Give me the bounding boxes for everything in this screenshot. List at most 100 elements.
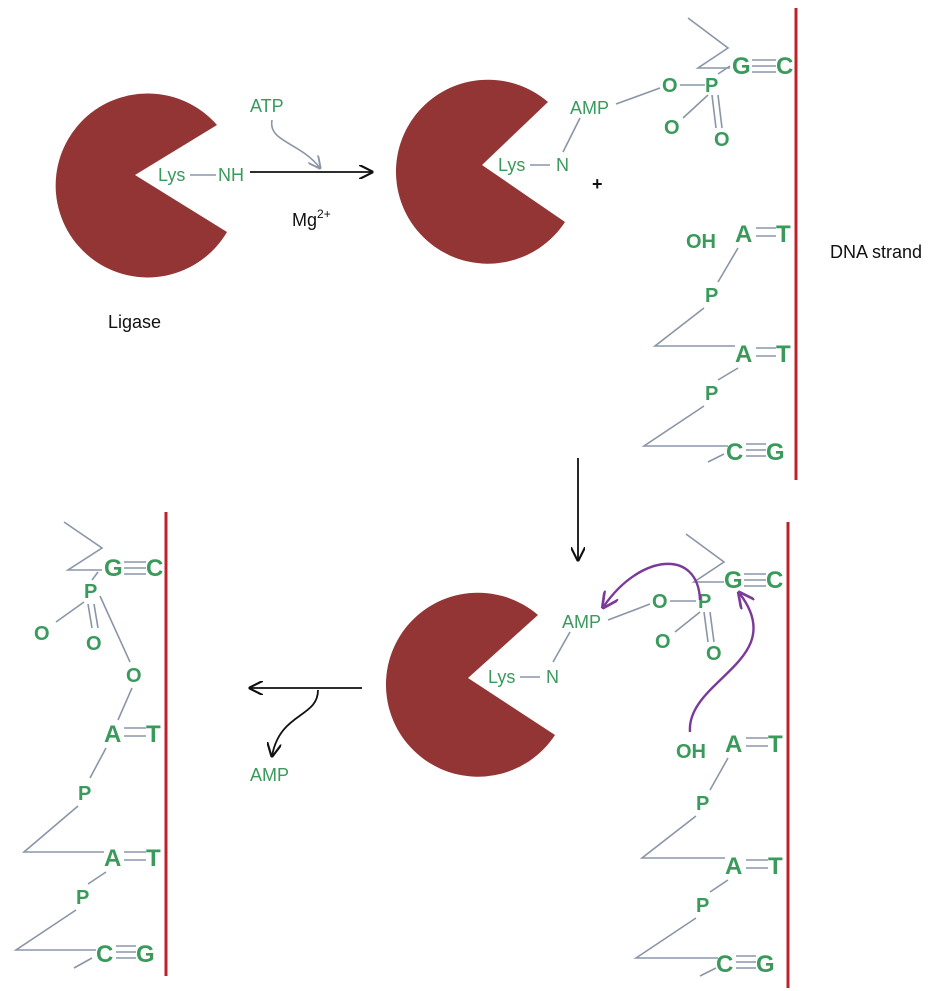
ligase-enzyme-3 [385, 592, 555, 777]
base-a2-2: A [735, 341, 752, 368]
amp-release-arrow [272, 689, 319, 756]
amp-o-bond-2 [615, 87, 661, 105]
sugar-backbone-low-4 [13, 909, 96, 951]
sugar-backbone-upper-3 [685, 533, 726, 583]
p-o-bond-left-3 [674, 611, 701, 633]
amp-label-2: AMP [570, 98, 609, 118]
p-o-bond-down-4a [87, 603, 93, 629]
base-c-lower-4: C [96, 941, 113, 968]
base-t1-3: T [768, 731, 783, 758]
atp-label: ATP [250, 96, 284, 116]
o-left-4: O [34, 623, 50, 645]
a2-p-bond-3 [709, 879, 729, 893]
curved-arrow-amp-release [604, 562, 702, 606]
o-bridge-3: O [652, 591, 668, 613]
mg-label: Mg2+ [292, 207, 331, 230]
amp-o-bond-3 [607, 603, 651, 621]
amp-label-released: AMP [250, 765, 289, 785]
p-upper-4: P [84, 581, 97, 603]
o-left-3: O [655, 631, 671, 653]
nh-label: NH [218, 165, 244, 185]
a2-p-bond-4 [87, 871, 107, 885]
p-upper-2: P [705, 75, 718, 97]
base-c-upper-2: C [776, 53, 793, 80]
p-o-bond-down-b [717, 94, 723, 129]
base-a2-3: A [725, 853, 742, 880]
base-g-upper-3: G [724, 567, 743, 594]
a2-p-bond-2 [717, 367, 739, 381]
ligase-enzyme-1 [55, 93, 227, 278]
base-t1-4: T [146, 721, 161, 748]
o-bridge-2: O [662, 75, 678, 97]
curved-arrow-oh-attack [688, 594, 754, 733]
o-down-4: O [86, 633, 102, 655]
n-label-2: N [556, 155, 569, 175]
n-label-3: N [546, 667, 559, 687]
lys-label-3: Lys [488, 667, 515, 687]
base-g-lower-4: G [136, 941, 155, 968]
oh-label-3: OH [676, 741, 706, 763]
base-c-lower-3: C [716, 951, 733, 978]
oh-label-2: OH [686, 231, 716, 253]
p-o-sealed-bond-4 [99, 595, 131, 663]
sugar-p-bond-4 [91, 571, 99, 581]
sugar-backbone-low-2 [641, 405, 728, 447]
sugar-backbone-mid-3 [639, 815, 725, 859]
atp-curved-arrow [271, 119, 320, 168]
p-o-bond-left-2 [682, 94, 709, 119]
base-t1-2: T [776, 221, 791, 248]
sugar-backbone-mid-4 [21, 805, 104, 853]
sugar-backbone-low-3 [633, 917, 718, 959]
o-down-3: O [706, 643, 722, 665]
sugar-tail-4 [73, 957, 93, 969]
p-lower1-4: P [78, 783, 91, 805]
p-o-bond-down-a [711, 94, 717, 129]
o-down-2: O [714, 129, 730, 151]
sugar-backbone-mid-2 [652, 307, 735, 347]
base-c-lower-2: C [726, 439, 743, 466]
base-t2-4: T [146, 845, 161, 872]
p-lower1-2: P [705, 285, 718, 307]
base-g-upper-2: G [732, 53, 751, 80]
p-o-bond-down-4b [93, 603, 99, 629]
n-amp-bond-2 [562, 117, 581, 153]
base-a2-4: A [104, 845, 121, 872]
o-left-2: O [664, 117, 680, 139]
p-upper-3: P [698, 591, 711, 613]
p-o-bond-left-4 [55, 601, 85, 623]
base-g-upper-4: G [104, 555, 123, 582]
base-c-upper-3: C [766, 567, 783, 594]
n-amp-bond-3 [552, 631, 571, 663]
lys-label-2: Lys [498, 155, 525, 175]
ligase-enzyme-2 [395, 79, 565, 264]
a1-p-bond-3 [709, 757, 729, 791]
base-g-lower-2: G [766, 439, 785, 466]
base-t2-2: T [776, 341, 791, 368]
ligase-label: Ligase [108, 312, 161, 332]
base-a1-4: A [104, 721, 121, 748]
lys-label-1: Lys [158, 165, 185, 185]
p-lower2-3: P [696, 895, 709, 917]
amp-label-3: AMP [562, 612, 601, 632]
base-t2-3: T [768, 853, 783, 880]
p-lower2-4: P [76, 887, 89, 909]
base-a1-3: A [725, 731, 742, 758]
o-sugar-bond-4 [117, 687, 133, 721]
base-g-lower-3: G [756, 951, 775, 978]
sugar-backbone-upper-4 [63, 521, 104, 571]
o-sealed-4: O [126, 665, 142, 687]
sugar-tail-2 [707, 453, 725, 463]
plus-sign: + [592, 174, 603, 194]
p-o-bond-down-3b [709, 611, 715, 643]
p-o-bond-down-3a [703, 611, 709, 643]
base-a1-2: A [735, 221, 752, 248]
base-c-upper-4: C [146, 555, 163, 582]
a1-p-bond-2 [717, 247, 739, 283]
dna-strand-label: DNA strand [830, 242, 922, 262]
p-lower1-3: P [696, 793, 709, 815]
a1-p-bond-4 [89, 747, 107, 779]
sugar-backbone-upper-2 [687, 17, 730, 69]
sugar-tail-3 [699, 967, 717, 977]
p-lower2-2: P [705, 383, 718, 405]
